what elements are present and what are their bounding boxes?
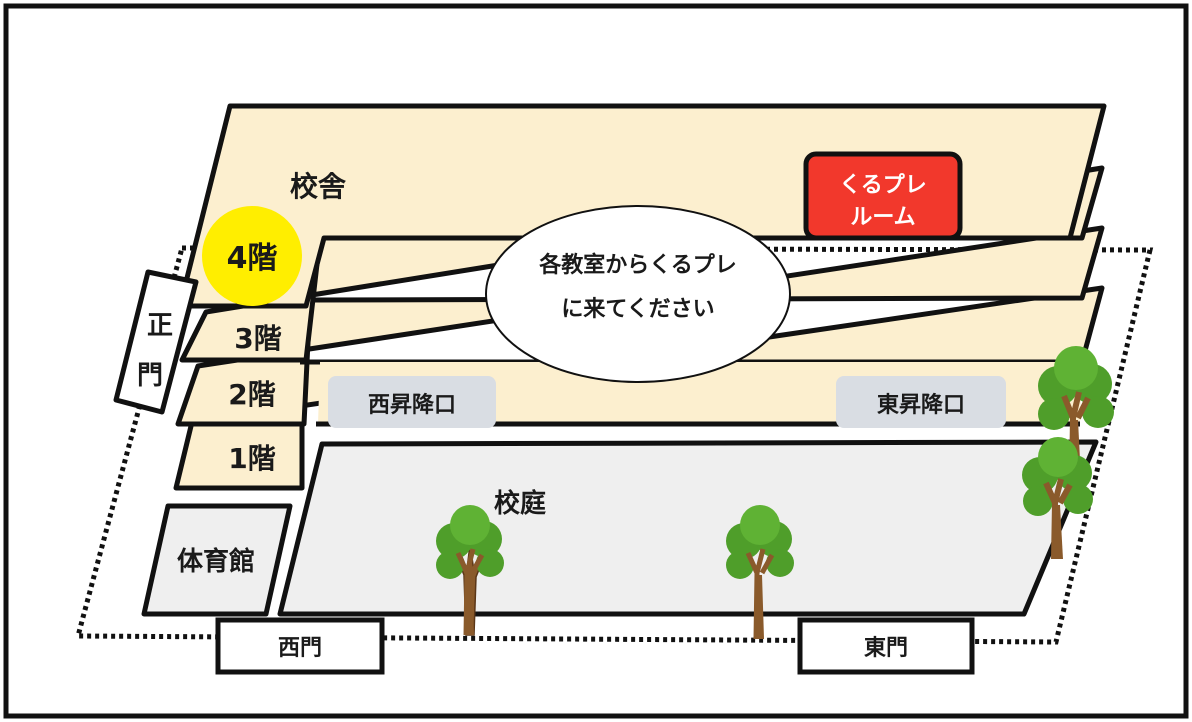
notice-line2: に来てください <box>561 297 714 322</box>
east-entrance-pill <box>836 376 1006 428</box>
gymnasium <box>141 503 293 617</box>
building-label: 校舎 <box>290 170 346 203</box>
west-gate-label: 西門 <box>278 636 322 661</box>
gym-label: 体育館 <box>177 546 255 577</box>
kurupure-room-line2: ルーム <box>850 205 915 230</box>
floor-4-highlight <box>202 206 302 306</box>
tree-east-lower <box>1022 437 1093 560</box>
west-entrance-pill <box>328 376 496 428</box>
west-entrance-label: 西昇降口 <box>368 393 456 418</box>
courtyard-label: 校庭 <box>494 488 546 519</box>
courtyard-area <box>277 439 1099 617</box>
notice-line1: 各教室からくるプレ <box>538 252 737 278</box>
east-gate-label: 東門 <box>864 636 908 661</box>
main-gate-char-2: 門 <box>137 361 163 391</box>
campus-boundary <box>74 245 1154 645</box>
kurupure-room-box <box>803 151 963 241</box>
main-gate-char-1: 正 <box>147 311 173 341</box>
main-gate-box <box>113 269 199 415</box>
notice-bubble <box>485 205 791 383</box>
tree-courtyard-left <box>436 505 504 636</box>
floor-1-label: 1階 <box>228 442 275 475</box>
tree-courtyard-center <box>726 505 794 640</box>
east-gate-box <box>797 617 975 675</box>
floor-2-label: 2階 <box>228 378 275 411</box>
east-entrance-label: 東昇降口 <box>877 393 965 418</box>
floor-3-label: 3階 <box>234 322 281 355</box>
west-gate-box <box>215 617 385 675</box>
kurupure-room-line1: くるプレ <box>839 173 927 198</box>
floor-4-label: 4階 <box>227 241 278 276</box>
